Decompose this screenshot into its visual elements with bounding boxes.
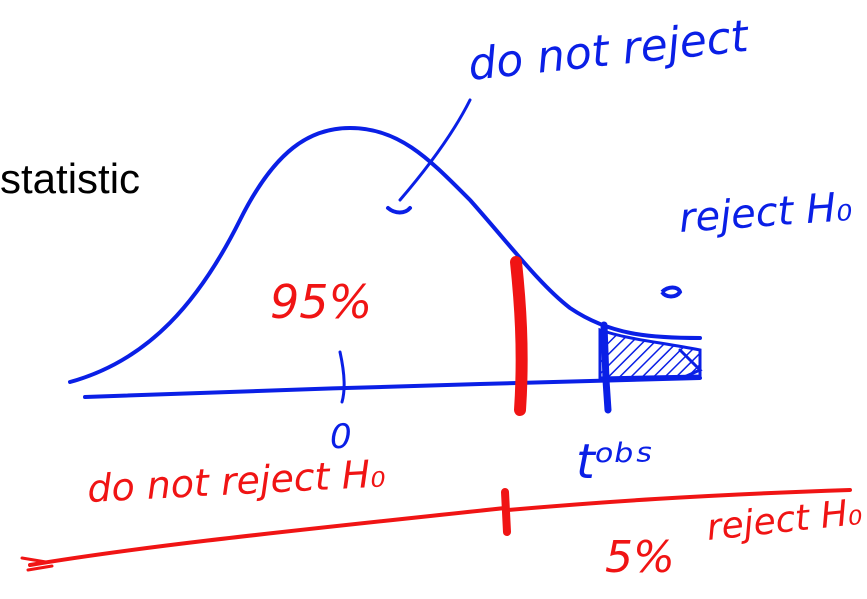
- slide-text-statistic: statistic: [0, 155, 141, 202]
- left-arrow-tail: [20, 556, 54, 572]
- label-do-not-reject: do not reject: [466, 11, 752, 91]
- critical-value-marker: [510, 256, 528, 416]
- pointer-dot-right: [660, 285, 683, 299]
- label-5-percent: 5%: [605, 532, 675, 583]
- t-obs-marker: [600, 321, 612, 414]
- zero-tick: [338, 350, 346, 404]
- decision-line-left: [28, 506, 507, 567]
- label-t-obs: tᵒᵇˢ: [576, 434, 653, 490]
- label-zero: 0: [330, 417, 352, 457]
- rejection-tail-shading: [598, 327, 702, 380]
- tail-arrow: [678, 348, 703, 380]
- label-95-percent: 95%: [270, 275, 372, 329]
- bell-curve: [68, 125, 702, 384]
- pointer-dot-center: [386, 206, 412, 215]
- x-axis: [83, 376, 702, 399]
- label-reject-h0-bottom: reject H₀: [705, 492, 864, 549]
- decision-line-right: [506, 488, 852, 512]
- pointer-line-do-not-reject: [398, 98, 472, 202]
- decision-split-marker: [501, 488, 511, 536]
- label-reject-h0: reject H₀: [677, 184, 853, 242]
- label-do-not-reject-h0: do not reject H₀: [86, 451, 386, 511]
